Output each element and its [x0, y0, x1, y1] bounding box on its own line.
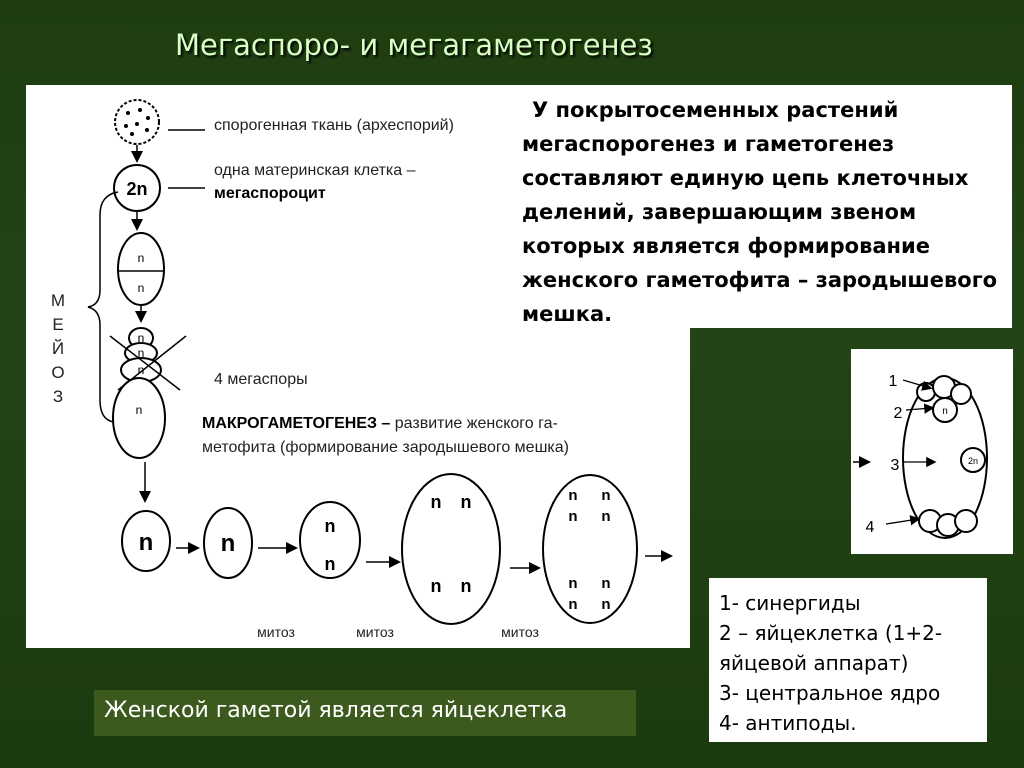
svg-text:n: n: [568, 508, 577, 525]
svg-text:3: 3: [891, 457, 900, 474]
svg-text:2n: 2n: [968, 456, 978, 466]
label-megaspores: 4 мегаспоры: [214, 371, 308, 388]
svg-text:n: n: [221, 530, 236, 557]
mature-embryo-sac: n 2n 1 2 3 4: [853, 373, 987, 538]
svg-text:n: n: [601, 508, 610, 525]
archesporium-cell: [115, 100, 159, 144]
svg-text:4: 4: [866, 519, 875, 536]
legend-item: 4- антиподы.: [719, 708, 987, 738]
svg-text:n: n: [461, 576, 472, 596]
svg-text:З: З: [53, 387, 63, 406]
meiosis-brace: [88, 192, 118, 422]
svg-text:n: n: [138, 331, 145, 345]
svg-text:n: n: [942, 406, 948, 417]
svg-text:n: n: [136, 403, 143, 417]
svg-text:n: n: [568, 487, 577, 504]
label-2n: 2n: [126, 179, 147, 199]
legend-item: 1- синергиды: [719, 588, 987, 618]
svg-text:n: n: [601, 487, 610, 504]
svg-text:n: n: [325, 554, 336, 574]
svg-text:Й: Й: [52, 339, 64, 358]
svg-text:1: 1: [889, 373, 898, 390]
four-nucleus-sac: [402, 474, 500, 624]
meioz-label: М Е Й О З: [51, 291, 65, 406]
legend-item: 2 – яйцеклетка (1+2-: [719, 618, 987, 648]
svg-text:n: n: [431, 576, 442, 596]
eight-nucleus-sac: [543, 475, 637, 623]
legend-box: 1- синергиды 2 – яйцеклетка (1+2- яйцево…: [709, 578, 987, 742]
svg-text:n: n: [601, 596, 610, 613]
mitoz-label-3: митоз: [501, 624, 539, 640]
label-macrogametogenesis-2: метофита (формирование зародышевого мешк…: [202, 439, 569, 456]
svg-text:М: М: [51, 291, 65, 310]
mitoz-label-1: митоз: [257, 624, 295, 640]
svg-text:n: n: [138, 251, 145, 265]
svg-text:n: n: [139, 529, 154, 556]
tetrad-megaspores: n n n n: [110, 328, 186, 458]
label-macrogametogenesis-1: МАКРОГАМЕТОГЕНЕЗ – развитие женского га-: [202, 415, 558, 432]
svg-text:n: n: [325, 516, 336, 536]
svg-text:n: n: [568, 575, 577, 592]
svg-text:n: n: [568, 596, 577, 613]
mitoz-label-2: митоз: [356, 624, 394, 640]
svg-text:О: О: [51, 363, 64, 382]
legend-item: 3- центральное ядро: [719, 678, 987, 708]
svg-text:n: n: [431, 492, 442, 512]
svg-text:n: n: [601, 575, 610, 592]
conclusion-text: Женской гаметой является яйцеклетка: [94, 690, 636, 736]
label-mother-cell-2: мегаспороцит: [214, 185, 326, 202]
svg-text:n: n: [138, 281, 145, 295]
svg-text:Е: Е: [52, 315, 63, 334]
label-sporogenous: спорогенная ткань (археспорий): [214, 117, 454, 134]
svg-text:n: n: [461, 492, 472, 512]
legend-item: яйцевой аппарат): [719, 648, 987, 678]
label-mother-cell-1: одна материнская клетка –: [214, 162, 416, 179]
svg-text:2: 2: [894, 405, 903, 422]
